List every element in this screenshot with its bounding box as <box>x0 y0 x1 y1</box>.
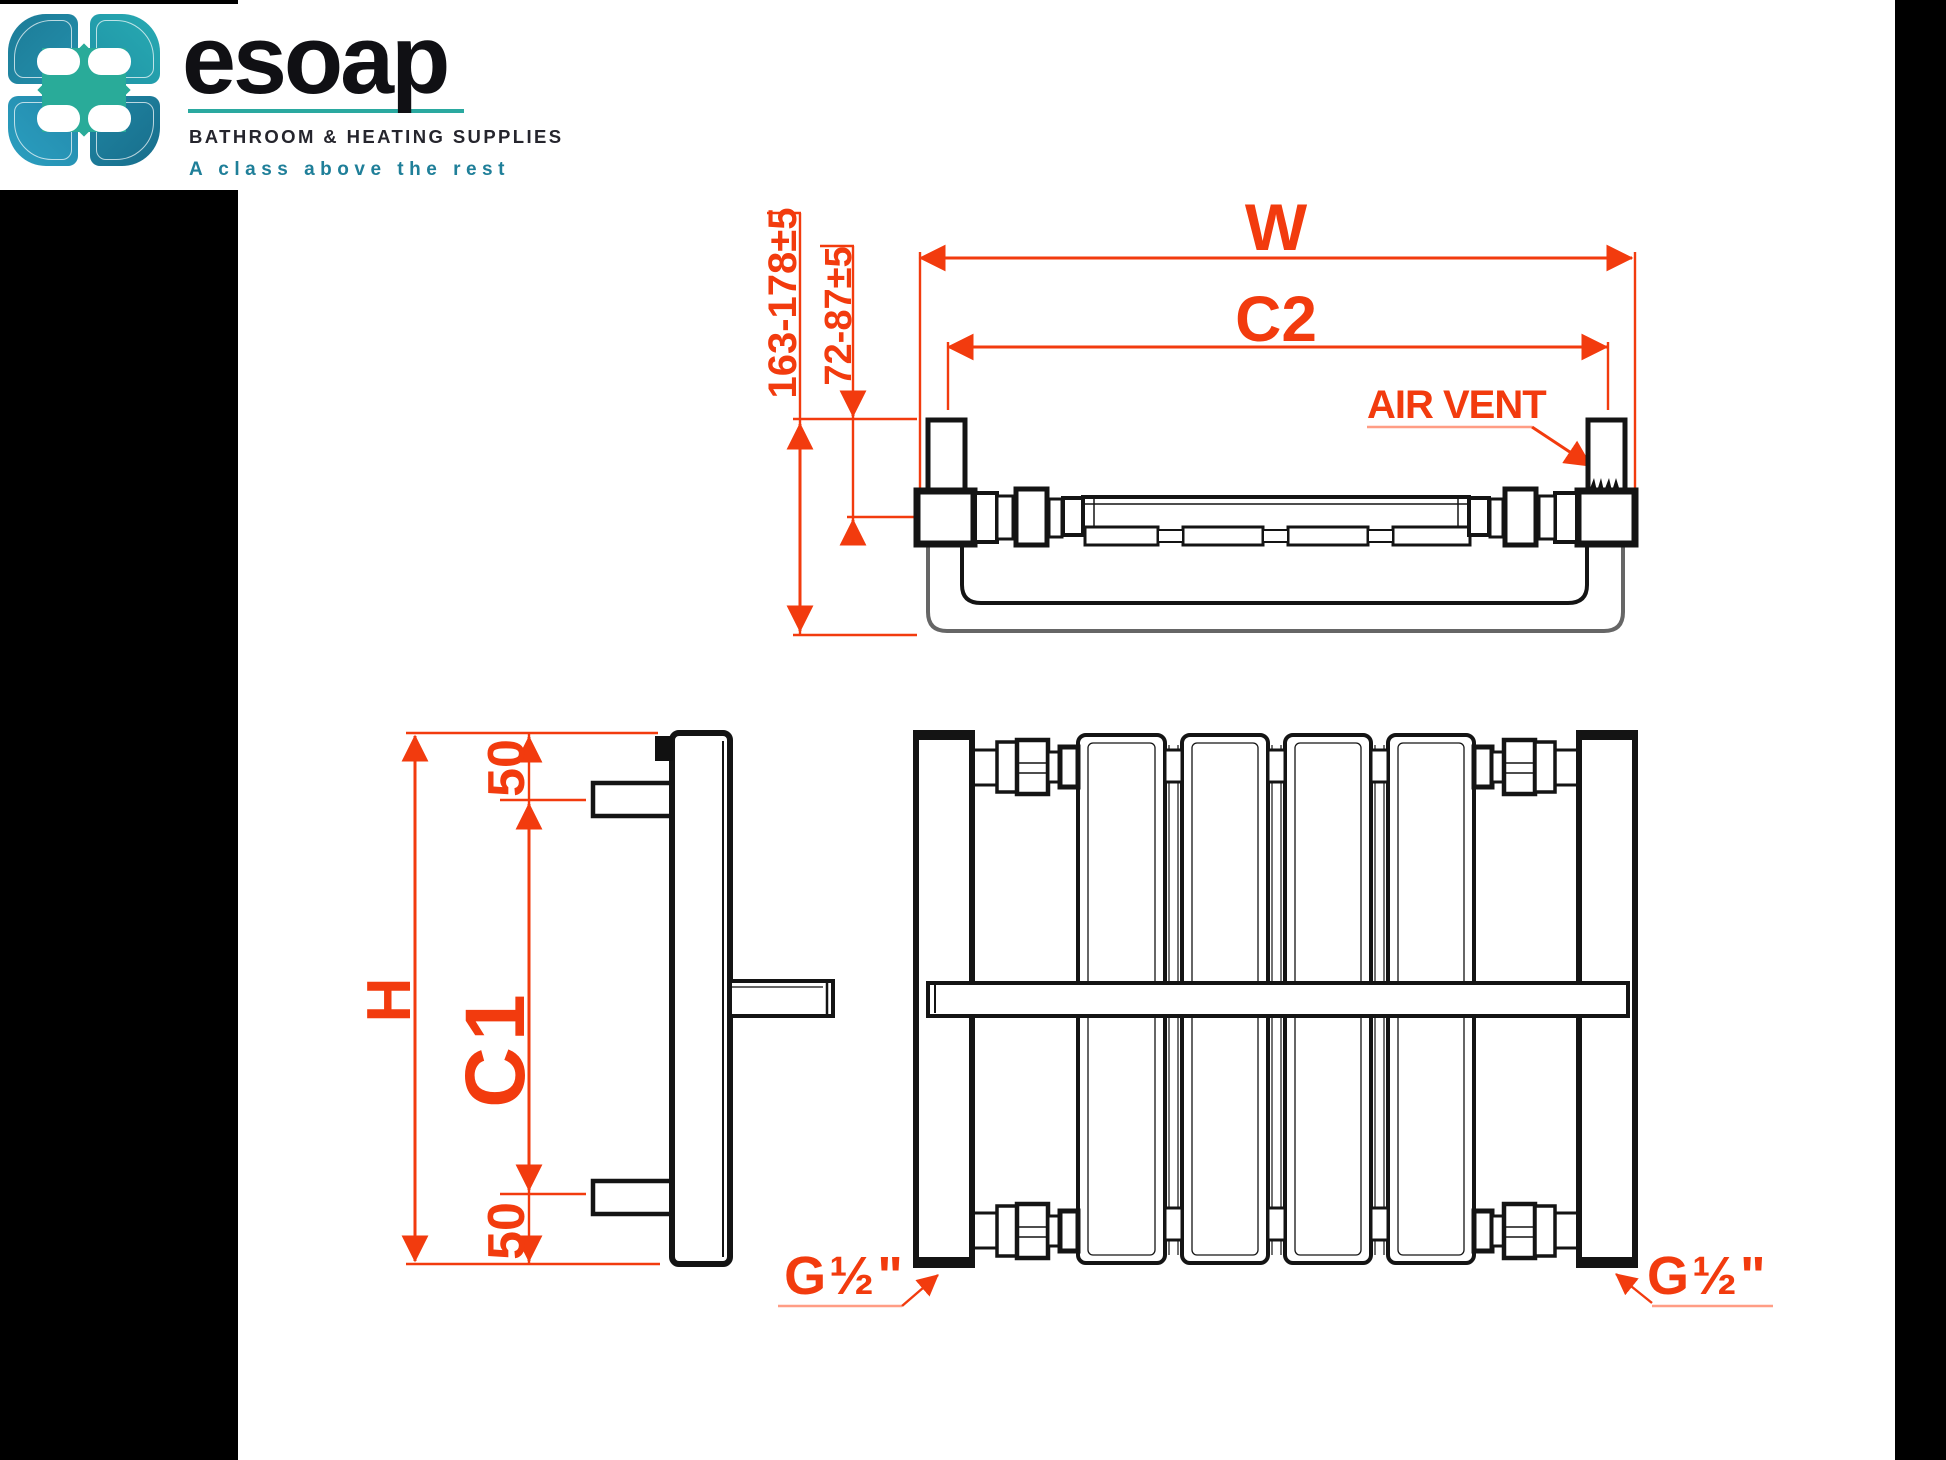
union-fitting <box>1471 1201 1579 1261</box>
air-vent-side-icon <box>655 736 673 761</box>
letterbox-left-bar <box>0 190 238 1460</box>
towel-bar <box>926 981 1630 1018</box>
panel-neck <box>1163 745 1390 1255</box>
front-view-radiator <box>913 730 1638 1268</box>
union-fitting <box>972 737 1081 797</box>
dim-label-50-bottom: 50 <box>478 1202 536 1260</box>
union-fitting <box>972 1201 1081 1261</box>
logo-notch <box>88 105 131 132</box>
front-view: G½" G½" <box>778 730 1773 1308</box>
union-fitting <box>1471 737 1579 797</box>
letterbox-top-strip <box>0 0 238 4</box>
dim-label-C2: C2 <box>1235 283 1317 355</box>
dim-label-thread-right: G½" <box>1647 1246 1769 1306</box>
logo-notch <box>88 48 131 75</box>
brand-name: esoap <box>182 5 450 114</box>
logo-notch <box>37 105 80 132</box>
dim-label-H: H <box>355 978 424 1023</box>
logo-notch <box>37 48 80 75</box>
side-view-radiator <box>590 730 835 1267</box>
brand-tagline-secondary: A class above the rest <box>189 159 510 181</box>
dim-label-pipe-distance: 72-87±5 <box>818 246 860 385</box>
side-view-dimension-lines <box>401 731 660 1266</box>
top-view: W C2 AIR VENT 163-178±5 72-87±5 <box>761 190 1639 637</box>
brand-logo: esoap BATHROOM & HEATING SUPPLIES A clas… <box>8 5 708 192</box>
thread-labels: G½" G½" <box>778 1246 1773 1308</box>
esoap-logo-icon <box>8 14 160 166</box>
top-view-radiator <box>913 417 1639 633</box>
brand-text-block: esoap BATHROOM & HEATING SUPPLIES A clas… <box>182 5 702 181</box>
brand-rule <box>188 109 464 114</box>
dim-label-air-vent: AIR VENT <box>1367 383 1546 427</box>
dim-label-C1: C1 <box>448 988 542 1107</box>
dim-label-50-top: 50 <box>478 739 536 797</box>
dim-label-wall-distance: 163-178±5 <box>761 208 805 399</box>
letterbox-right-bar <box>1895 0 1946 1460</box>
dim-label-W: W <box>1245 190 1308 264</box>
side-view: H 50 C1 50 <box>355 730 835 1267</box>
brand-tagline-primary: BATHROOM & HEATING SUPPLIES <box>189 126 564 148</box>
dim-label-thread-left: G½" <box>784 1246 906 1306</box>
